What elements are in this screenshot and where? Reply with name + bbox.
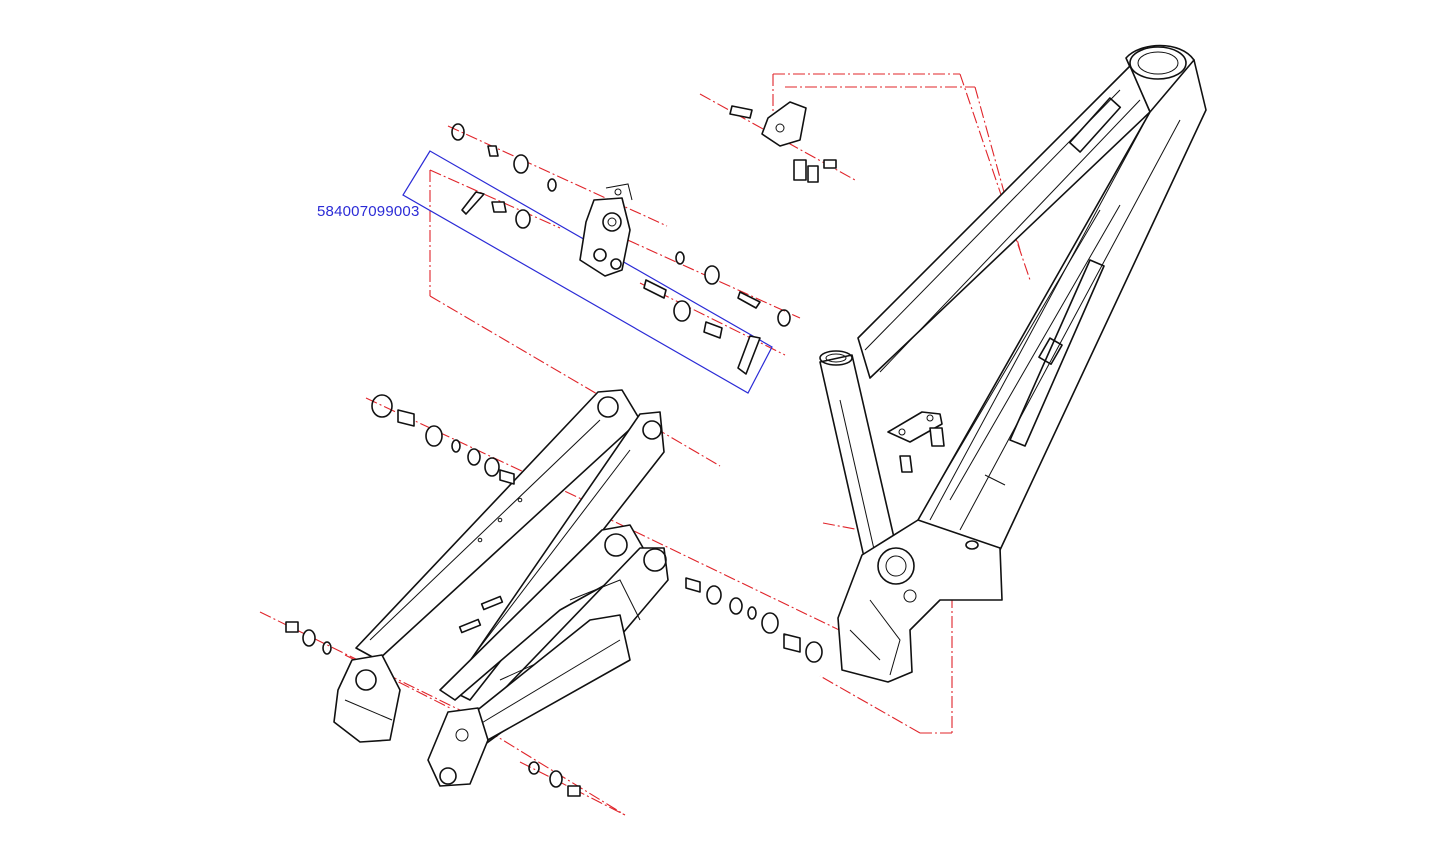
main-pivot-hardware	[285, 394, 823, 797]
main-frame[interactable]	[819, 44, 1207, 683]
rear-swingarm[interactable]	[333, 389, 669, 787]
link-assembly-outline	[402, 150, 773, 394]
upper-mount-hardware	[729, 101, 837, 183]
part-number-callout[interactable]: 584007099003	[317, 203, 420, 220]
link-hardware	[451, 123, 791, 375]
rocker-link[interactable]	[579, 183, 633, 277]
